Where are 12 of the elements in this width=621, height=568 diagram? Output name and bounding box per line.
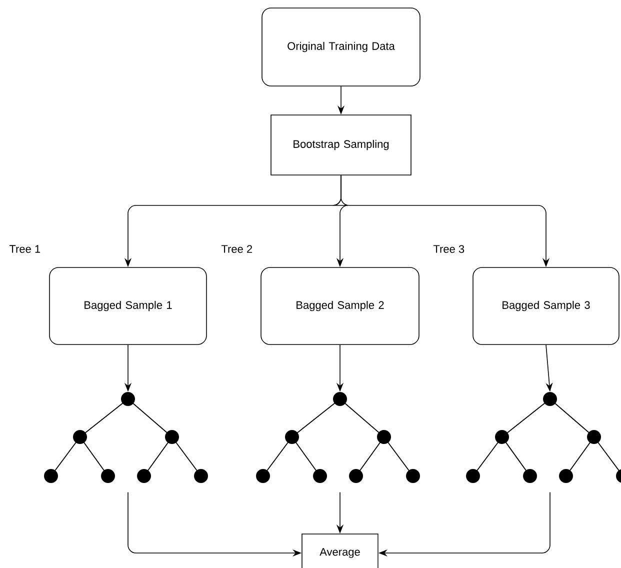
process-box: Bootstrap Sampling xyxy=(270,114,412,176)
tree-drawing xyxy=(466,392,621,483)
rounded-box: Bagged Sample 1 xyxy=(49,267,207,345)
tree-label: Tree 1 xyxy=(9,245,40,253)
process-box: Average xyxy=(302,534,378,568)
rounded-box: Bagged Sample 2 xyxy=(260,267,420,345)
tree-drawing xyxy=(256,392,420,483)
tree-label: Tree 3 xyxy=(433,245,464,253)
rounded-box: Original Training Data xyxy=(262,8,420,86)
tree-label: Tree 2 xyxy=(221,245,252,253)
tree-drawing xyxy=(44,392,208,483)
rounded-box: Bagged Sample 3 xyxy=(472,267,620,345)
